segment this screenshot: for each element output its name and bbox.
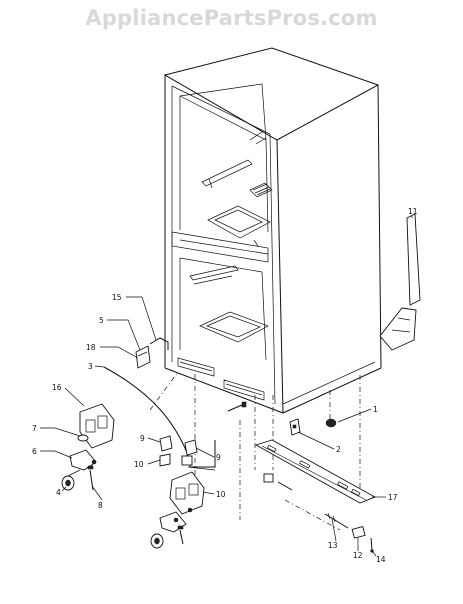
leader-lines <box>40 216 413 557</box>
part-1-bushing <box>325 418 337 428</box>
part-4-wheel <box>61 469 81 491</box>
alignment-lines <box>149 371 361 531</box>
refrigerator-cabinet <box>163 47 382 414</box>
callout-5: 5 <box>99 316 104 325</box>
callout-6: 6 <box>32 447 37 456</box>
lower-hinge-bracket <box>169 471 205 515</box>
part-18-bracket <box>135 345 151 369</box>
part-3-rod <box>103 366 216 471</box>
callout-2: 2 <box>336 445 341 454</box>
callout-9b: 9 <box>216 453 221 462</box>
part-10-spacer <box>159 453 193 467</box>
callout-8: 8 <box>98 501 103 510</box>
callout-7: 7 <box>32 424 37 433</box>
part-2-bracket <box>289 418 301 436</box>
part-13-screw <box>324 512 349 529</box>
part-17-rail <box>254 439 377 504</box>
callout-4: 4 <box>56 488 61 497</box>
vent-grille <box>249 182 273 198</box>
callout-10b: 10 <box>216 490 226 499</box>
callout-3: 3 <box>88 362 93 371</box>
part-15-hinge-pin <box>149 337 169 350</box>
callout-1: 1 <box>373 405 378 414</box>
callout-9a: 9 <box>140 434 145 443</box>
callout-14: 14 <box>376 555 386 564</box>
part-11-panel <box>379 213 421 351</box>
callout-labels: 1 2 3 4 5 6 7 8 9 9 10 10 11 12 13 14 15… <box>32 207 418 564</box>
callout-13: 13 <box>328 541 338 550</box>
watermark: AppliancePartsPros.com <box>85 6 378 30</box>
part-12-plug <box>351 526 366 539</box>
callout-10a: 10 <box>134 460 144 469</box>
part-9-clip <box>159 435 198 456</box>
center-screw <box>227 401 247 412</box>
callout-18: 18 <box>86 343 96 352</box>
callout-12: 12 <box>353 551 363 560</box>
callout-15: 15 <box>112 293 122 302</box>
part-14-pin <box>370 537 374 553</box>
callout-16: 16 <box>52 383 62 392</box>
callout-17: 17 <box>388 493 398 502</box>
callout-11: 11 <box>408 207 418 216</box>
rail-roller <box>263 473 293 491</box>
part-7-spacer <box>77 434 89 442</box>
lower-caster-assembly <box>150 511 187 549</box>
part-16-hinge-bracket <box>79 403 115 449</box>
part-6-caster-bracket <box>69 449 97 471</box>
